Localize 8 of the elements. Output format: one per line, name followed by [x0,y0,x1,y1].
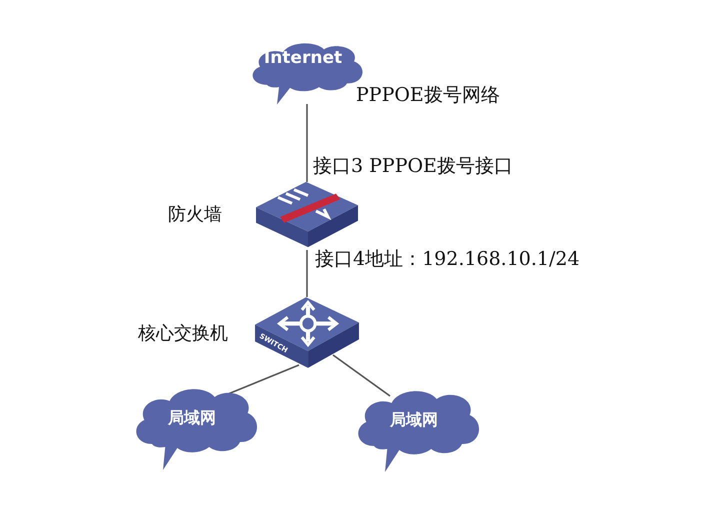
connector-line [332,354,390,397]
cloud-label: 局域网 [388,410,439,431]
connector-line [306,104,308,182]
cloud-label: 局域网 [166,408,217,429]
connector-line [228,364,300,395]
connector-line [306,250,308,297]
cloud-label: Internet [262,48,344,68]
device-caption: 核心交换机 [138,321,228,345]
